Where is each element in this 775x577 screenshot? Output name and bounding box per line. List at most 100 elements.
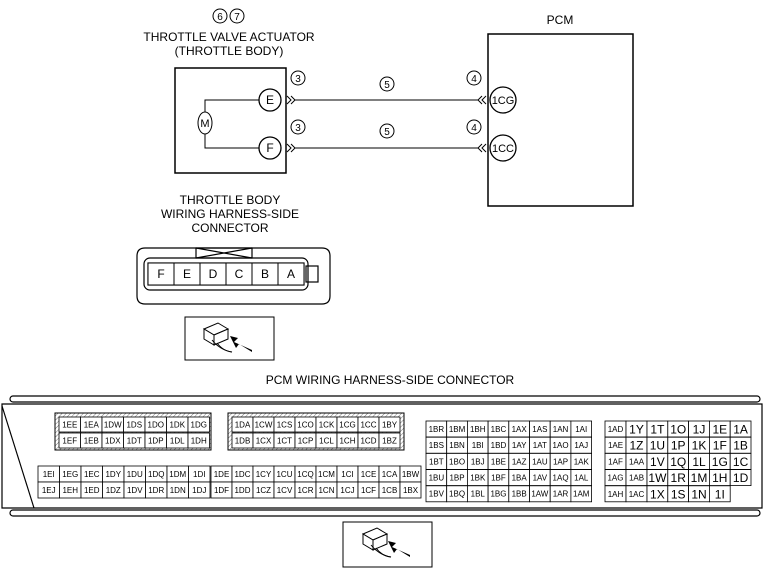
pcm-pin-1ed: 1ED (80, 481, 103, 499)
svg-text:1CO: 1CO (297, 420, 313, 429)
svg-text:1DP: 1DP (148, 436, 164, 445)
svg-text:1BN: 1BN (449, 441, 465, 450)
svg-text:1AE: 1AE (608, 441, 623, 450)
pcm-pin-1co: 1CO (294, 416, 317, 433)
svg-text:1Q: 1Q (670, 455, 686, 469)
pcm-pin-1de: 1DE (210, 465, 233, 483)
pcm-pin-1af: 1AF (604, 452, 627, 470)
svg-text:1BS: 1BS (429, 441, 444, 450)
svg-text:1X: 1X (650, 487, 665, 501)
pcm-title: PCM (546, 13, 574, 27)
pcm-pin-1dt: 1DT (123, 432, 146, 449)
pcm-pin-1eg: 1EG (59, 465, 82, 483)
svg-text:1AG: 1AG (607, 474, 623, 483)
svg-text:1CS: 1CS (277, 420, 293, 429)
svg-text:1EG: 1EG (62, 470, 78, 479)
pcm-pin-1cs: 1CS (273, 416, 296, 433)
pcm-pin-1r: 1R (667, 469, 689, 487)
svg-text:1DC: 1DC (234, 470, 250, 479)
pcm-pin-1cg: 1CG (489, 86, 517, 114)
pcm-pin-1bt: 1BT (425, 452, 448, 470)
svg-text:1DS: 1DS (126, 420, 142, 429)
svg-text:1Z: 1Z (629, 439, 643, 453)
pcm-pin-1du: 1DU (123, 465, 146, 483)
pcm-pin-1ck: 1CK (315, 416, 338, 433)
pcm-pin-1bx: 1BX (399, 481, 422, 499)
svg-text:1CQ: 1CQ (297, 470, 313, 479)
svg-text:1CU: 1CU (276, 470, 292, 479)
pcm-pin-1ai: 1AI (570, 420, 593, 438)
pcm-pin-1by: 1BY (378, 416, 401, 433)
pcm-pin-1cz: 1CZ (252, 481, 275, 499)
note-callout-7: 7 (229, 8, 245, 24)
svg-text:1CF: 1CF (361, 486, 376, 495)
pcm-pin-1dc: 1DC (231, 465, 254, 483)
svg-text:1AW: 1AW (531, 490, 548, 499)
motor-wire-bottom (204, 134, 260, 149)
pcm-pin-1bg: 1BG (487, 485, 510, 503)
pcm-pin-1a: 1A (729, 420, 752, 438)
pcm-pin-1ci: 1CI (336, 465, 359, 483)
svg-text:1EE: 1EE (62, 420, 77, 429)
svg-text:1AN: 1AN (553, 425, 569, 434)
pcm-pin-1ay: 1AY (508, 436, 530, 454)
pcm-pin-1an: 1AN (549, 420, 572, 438)
pcm-pin-1do: 1DO (144, 416, 167, 433)
pcm-pin-1cf: 1CF (357, 481, 380, 499)
pcm-pin-1b: 1B (729, 436, 752, 454)
pcm-pin-1cc: 1CC (489, 134, 517, 162)
svg-text:1DI: 1DI (193, 470, 205, 479)
svg-text:1K: 1K (692, 439, 707, 453)
actuator-pin-f: F (258, 136, 282, 160)
pcm-pin-1ax: 1AX (508, 420, 530, 438)
pcm-connector-title: PCM WIRING HARNESS-SIDE CONNECTOR (265, 373, 515, 387)
svg-text:1M: 1M (691, 471, 708, 485)
svg-text:1AC: 1AC (629, 490, 645, 499)
pcm-pin-1eh: 1EH (59, 481, 82, 499)
callout-3-top: 3 (290, 70, 306, 86)
pcm-pin-1t: 1T (646, 420, 669, 438)
svg-text:1BZ: 1BZ (382, 436, 397, 445)
actuator-title: THROTTLE VALVE ACTUATOR (THROTTLE BODY) (125, 30, 333, 58)
svg-text:1CY: 1CY (256, 470, 272, 479)
pcm-pin-1bd: 1BD (487, 436, 510, 454)
svg-text:1R: 1R (671, 471, 687, 485)
pcm-pin-1o: 1O (667, 420, 689, 438)
svg-text:1BW: 1BW (402, 470, 420, 479)
svg-text:1DA: 1DA (235, 420, 251, 429)
pcm-pin-1q: 1Q (667, 452, 689, 470)
pcm-pin-1cw: 1CW (252, 416, 275, 433)
svg-text:1EF: 1EF (62, 436, 77, 445)
svg-text:1W: 1W (648, 471, 667, 485)
svg-text:F: F (157, 267, 164, 281)
svg-text:1CJ: 1CJ (340, 486, 354, 495)
svg-text:1AF: 1AF (608, 457, 623, 466)
svg-text:1G: 1G (712, 455, 728, 469)
pcm-pin-1aj: 1AJ (570, 436, 593, 454)
pcm-pin-1eb: 1EB (80, 432, 103, 449)
svg-text:1BL: 1BL (471, 490, 486, 499)
pcm-pin-1ej: 1EJ (37, 481, 60, 499)
svg-text:7: 7 (234, 12, 240, 23)
svg-text:1O: 1O (670, 423, 686, 437)
svg-text:1AJ: 1AJ (574, 441, 588, 450)
pcm-pin-1ct: 1CT (273, 432, 296, 449)
svg-text:1CB: 1CB (382, 486, 398, 495)
pcm-pin-1cy: 1CY (252, 465, 275, 483)
svg-text:1E: 1E (712, 423, 727, 437)
svg-text:1DL: 1DL (170, 436, 185, 445)
pcm-pin-1aq: 1AQ (549, 469, 572, 487)
pcm-pin-1ad: 1AD (604, 420, 627, 438)
pcm-pin-1cc: 1CC (357, 416, 380, 433)
svg-text:1DG: 1DG (191, 420, 207, 429)
svg-text:1AP: 1AP (553, 457, 568, 466)
svg-text:1P: 1P (671, 439, 686, 453)
pcm-pin-1ca: 1CA (378, 465, 401, 483)
pcm-pin-1bz: 1BZ (378, 432, 401, 449)
svg-text:1S: 1S (671, 487, 686, 501)
svg-text:1BJ: 1BJ (471, 457, 485, 466)
pcm-pin-1bb: 1BB (508, 485, 530, 503)
svg-text:1CR: 1CR (297, 486, 313, 495)
svg-text:1DF: 1DF (214, 486, 229, 495)
pcm-pin-1ef: 1EF (58, 432, 81, 449)
